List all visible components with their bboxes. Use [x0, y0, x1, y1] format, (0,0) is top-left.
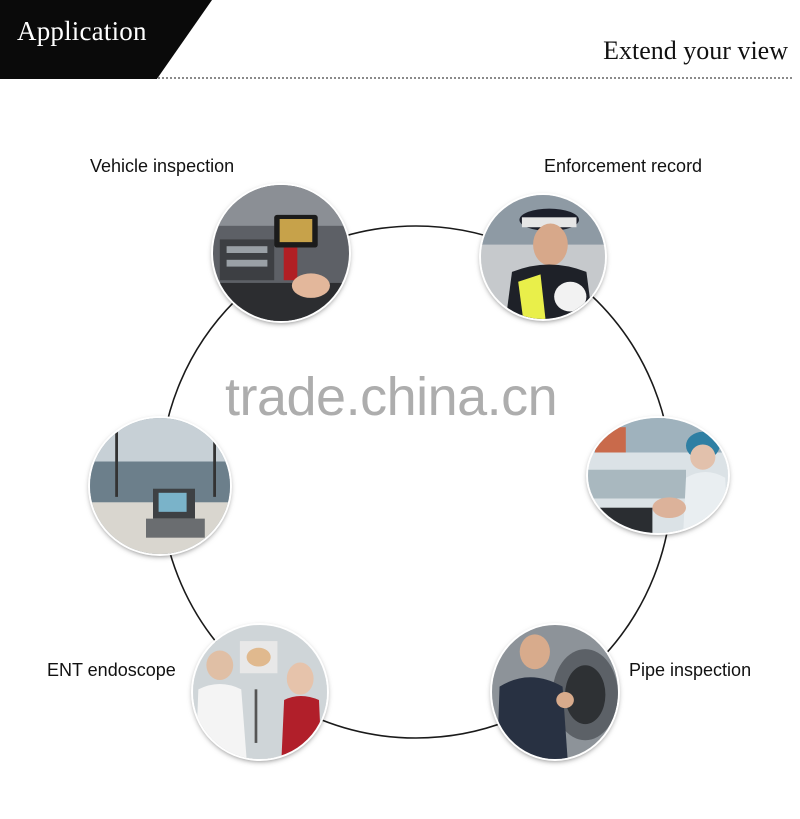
enforcement-record-label: Enforcement record [544, 156, 703, 176]
boat-monitoring-photo [90, 418, 230, 554]
enforcement-record-photo [481, 195, 605, 319]
vehicle-inspection-label: Vehicle inspection [90, 156, 235, 176]
ent-endoscope-photo [193, 625, 327, 759]
pipe-inspection-label: Pipe inspection [629, 660, 752, 680]
ent-endoscope-label: ENT endoscope [47, 660, 176, 680]
dental-examination-photo [588, 418, 728, 533]
pipe-inspection-photo [492, 625, 618, 759]
extend-view-subtitle: Extend your view [603, 36, 788, 65]
application-title: Application [17, 16, 147, 46]
header-dotted-divider [158, 77, 792, 79]
vehicle-inspection-photo [213, 185, 349, 321]
trade-china-watermark: trade.china.cn [225, 367, 558, 427]
